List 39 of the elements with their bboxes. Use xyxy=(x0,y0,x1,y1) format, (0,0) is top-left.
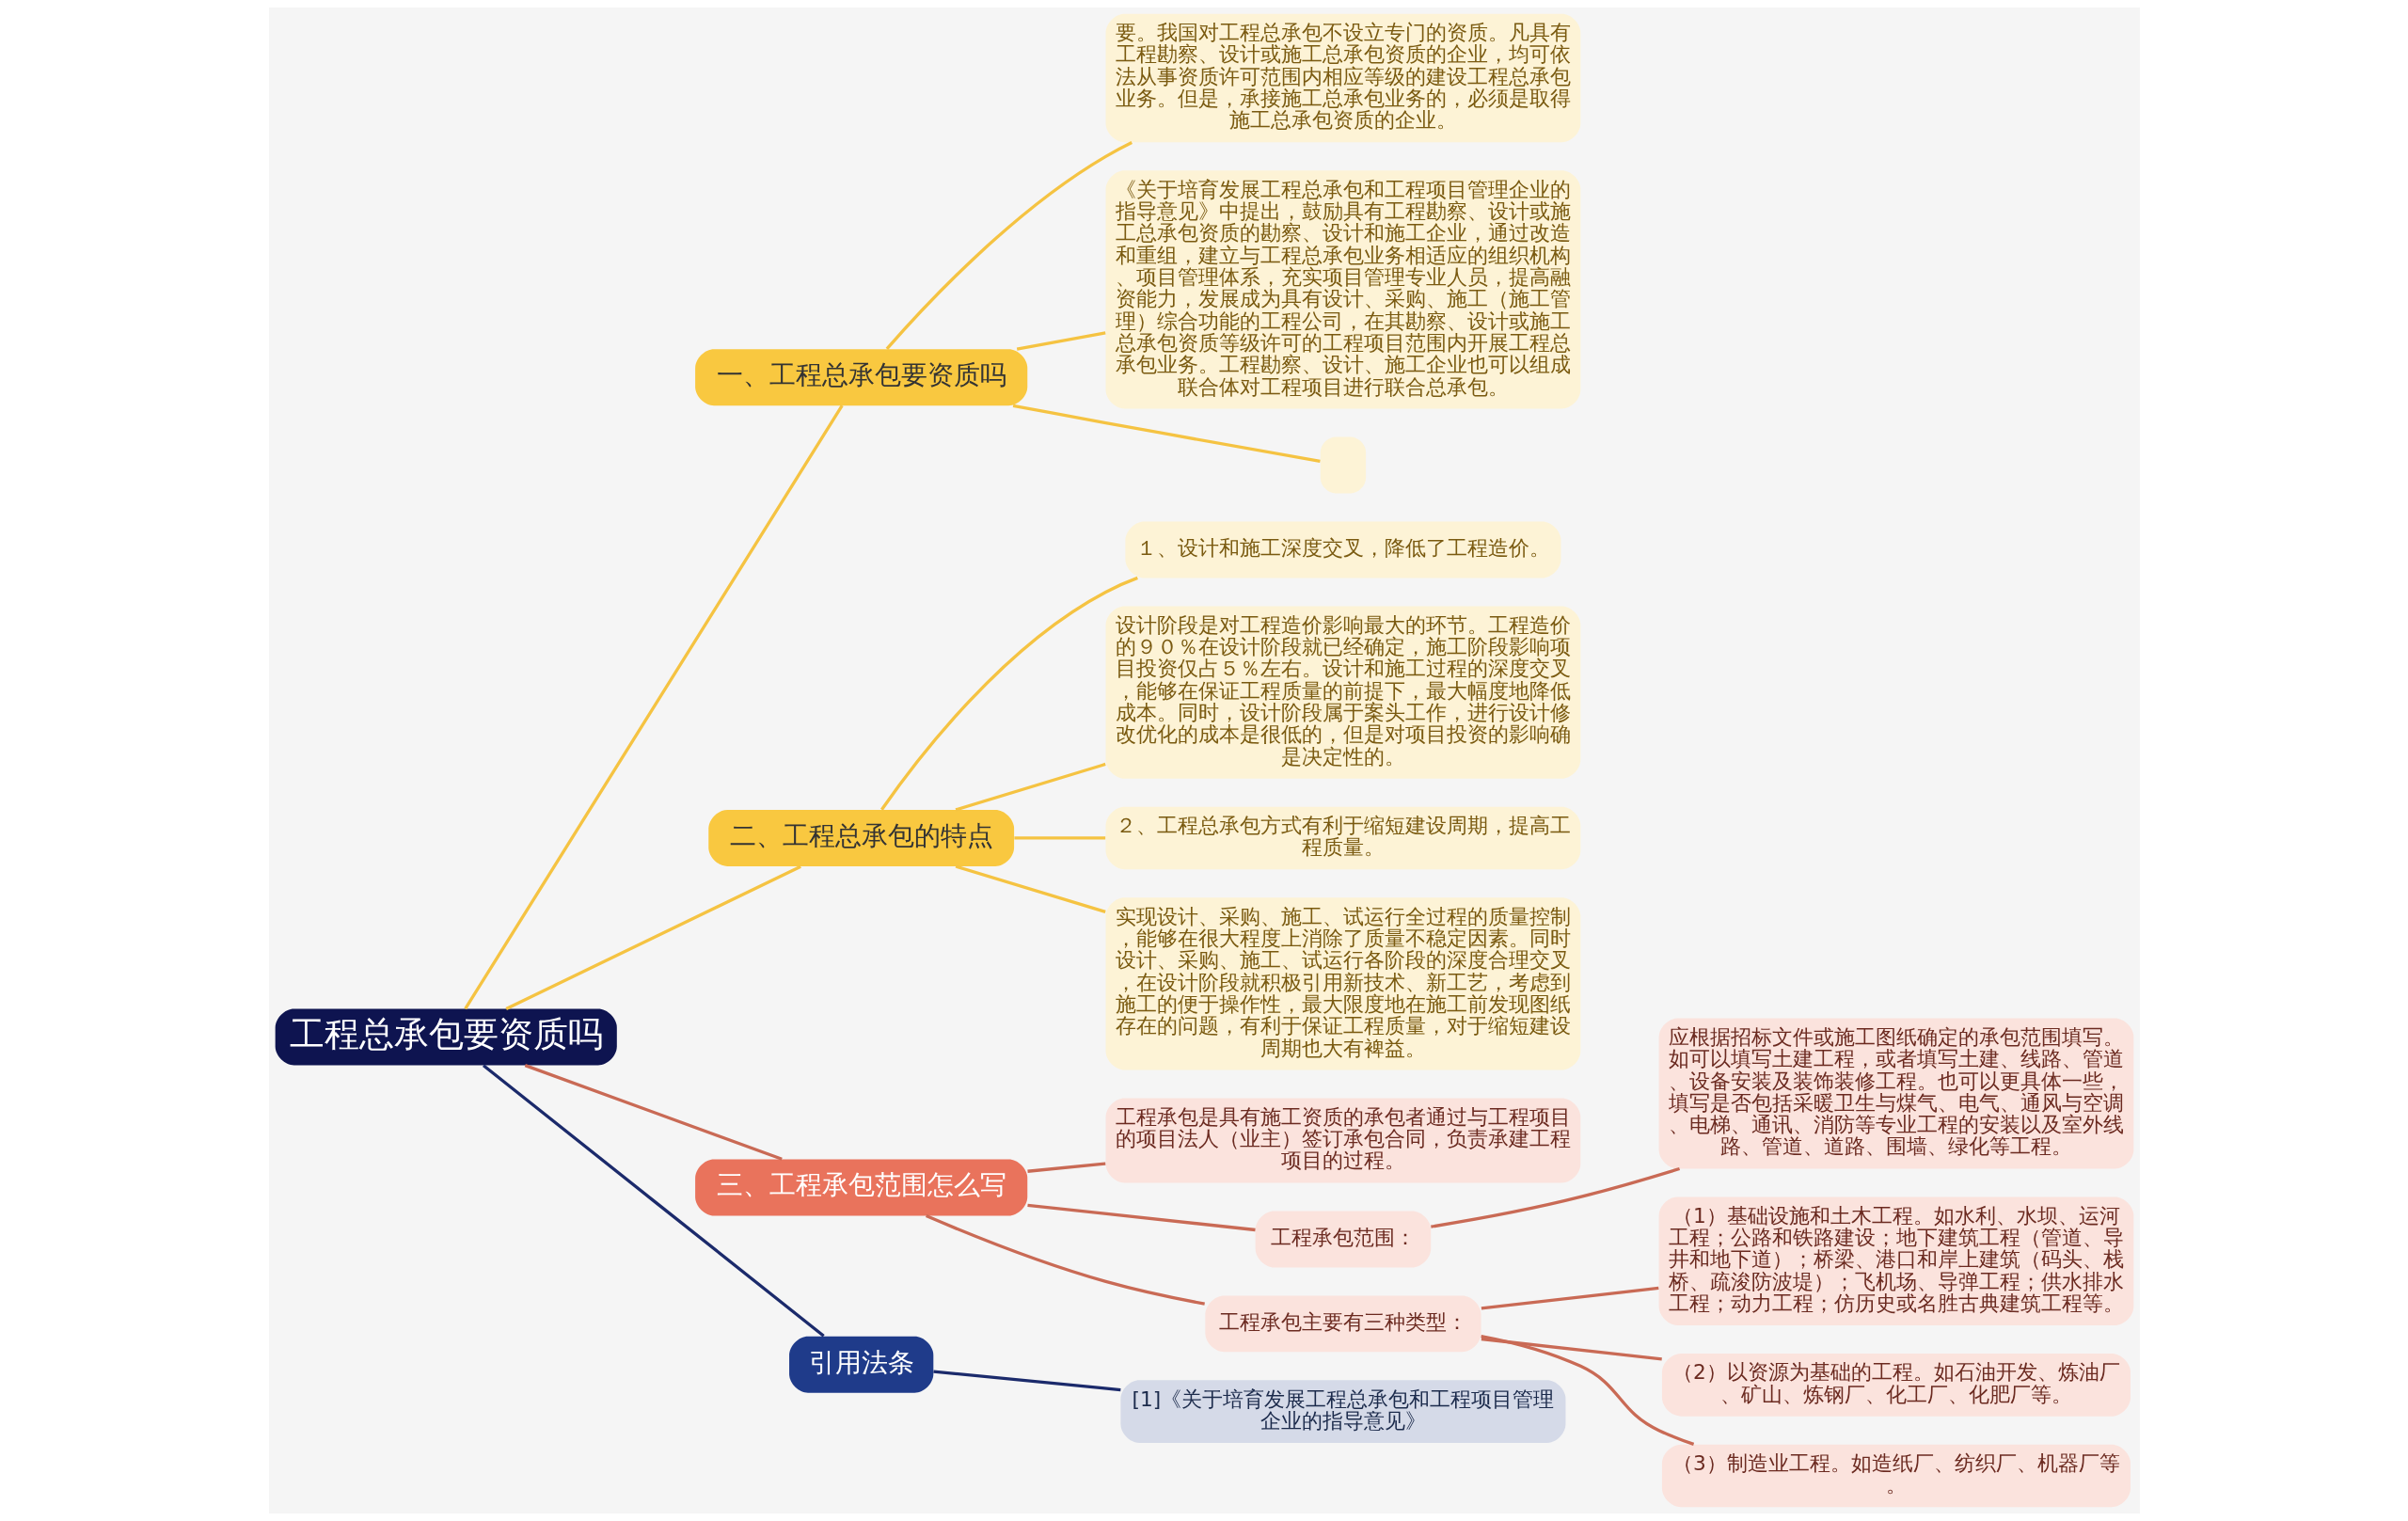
connector xyxy=(955,762,1106,812)
connector xyxy=(1480,1334,1694,1447)
connector xyxy=(925,1214,1205,1306)
node-box: 二、工程总承包的特点 xyxy=(707,809,1014,866)
node-box: 应根据招标文件或施工图纸确定的承包范围填写。如可以填写土建工程，或者填写土建、线路、管道、设备安装及装饰装修工程。也可以更具体一些，填写是否包括采暖卫生与煤气、电气、通风与空调、电梯、通讯、消防等专业工程的安装以及室外线路、管道、道路、围墙、绿化等工程。 xyxy=(1658,1018,2133,1169)
node-box: [1]《关于培育发展工程总承包和工程项目管理企业的指导意见》 xyxy=(1119,1380,1565,1443)
node-box xyxy=(1320,436,1366,494)
connector xyxy=(879,576,1138,811)
connector xyxy=(955,864,1106,914)
node-box: 引用法条 xyxy=(788,1336,933,1393)
connector xyxy=(1481,1337,1662,1361)
node-box: 实现设计、采购、施工、试运行全过程的质量控制，能够在很大程度上消除了质量不稳定因素。同时设计、采购、施工、试运行各阶段的深度合理交叉，在设计阶段就积极引用新技术、新工艺，考虑到施工的便于操作性，最大限度地在施工前发现图纸存在的问题，有利于保证工程质量，对于缩短建设周期也大有裨益。 xyxy=(1105,897,1580,1070)
node-box: （3）制造业工程。如造纸厂、纺织厂、机器厂等。 xyxy=(1661,1444,2131,1508)
connector xyxy=(463,404,844,1010)
connector xyxy=(1016,331,1105,351)
connector xyxy=(1481,1286,1658,1310)
node-box: 设计阶段是对工程造价影响最大的环节。工程造价的９０％在设计阶段就已经确定，施工阶段影响项目投资仅占５％左右。设计和施工过程的深度交叉，能够在保证工程质量的前提下，最大幅度地降低成本。同时，设计阶段属于案头工作，进行设计修改优化的成本是很低的，但是对项目投资的影响确是决定性的。 xyxy=(1105,606,1580,779)
connector xyxy=(524,1064,783,1161)
node-box: 工程承包主要有三种类型： xyxy=(1204,1295,1481,1353)
node-box: 三、工程承包范围怎么写 xyxy=(694,1159,1027,1216)
node-box: （2）以资源为基础的工程。如石油开发、炼油厂、矿山、炼钢厂、化工厂、化肥厂等。 xyxy=(1661,1354,2131,1417)
node-box: 要。我国对工程总承包不设立专门的资质。凡具有工程勘察、设计或施工总承包资质的企业，均可依法从事资质许可范围内相应等级的建设工程总承包业务。但是，承接施工总承包业务的，必须是取得施工总承包资质的企业。 xyxy=(1105,13,1580,143)
connector xyxy=(1012,404,1321,464)
node-box: 工程总承包要资质吗 xyxy=(275,1008,617,1066)
connector xyxy=(932,1370,1120,1392)
node-box: 工程承包是具有施工资质的承包者通过与工程项目的项目法人（业主）签订承包合同，负责承建工程项目的过程。 xyxy=(1105,1098,1580,1183)
connector xyxy=(1026,1162,1105,1173)
connector xyxy=(1013,836,1105,840)
node-box: 《关于培育发展工程总承包和工程项目管理企业的指导意见》中提出，鼓励具有工程勘察、设计或施工总承包资质的勘察、设计和施工企业，通过改造和重组，建立与工程总承包业务相适应的组织机构、项目管理体系，充实项目管理专业人员，提高融资能力，发展成为具有设计、采购、施工（施工管理）综合功能的工程公司，在其勘察、设计或施工总承包资质等级许可的工程项目范围内开展工程总承包业务。工程勘察、设计、施工企业也可以组成联合体对工程项目进行联合总承包。 xyxy=(1105,170,1580,409)
node-box: 工程承包范围： xyxy=(1255,1211,1431,1268)
node-box: （1）基础设施和土木工程。如水利、水坝、运河工程；公路和铁路建设；地下建筑工程（管道、导井和地下道）；桥梁、港口和岸上建筑（码头、栈桥、疏浚防波堤）；飞机场、导弹工程；供水排水工程；动力工程；仿历史或名胜古典建筑工程等。 xyxy=(1658,1196,2133,1326)
node-box: １、设计和施工深度交叉，降低了工程造价。 xyxy=(1124,521,1560,578)
connector xyxy=(482,1064,825,1338)
connector xyxy=(505,864,801,1010)
connector xyxy=(885,141,1133,350)
node-box: ２、工程总承包方式有利于缩短建设周期，提高工程质量。 xyxy=(1105,806,1580,870)
connector xyxy=(1430,1166,1680,1228)
node-box: 一、工程总承包要资质吗 xyxy=(694,349,1027,406)
connector xyxy=(1026,1203,1256,1232)
